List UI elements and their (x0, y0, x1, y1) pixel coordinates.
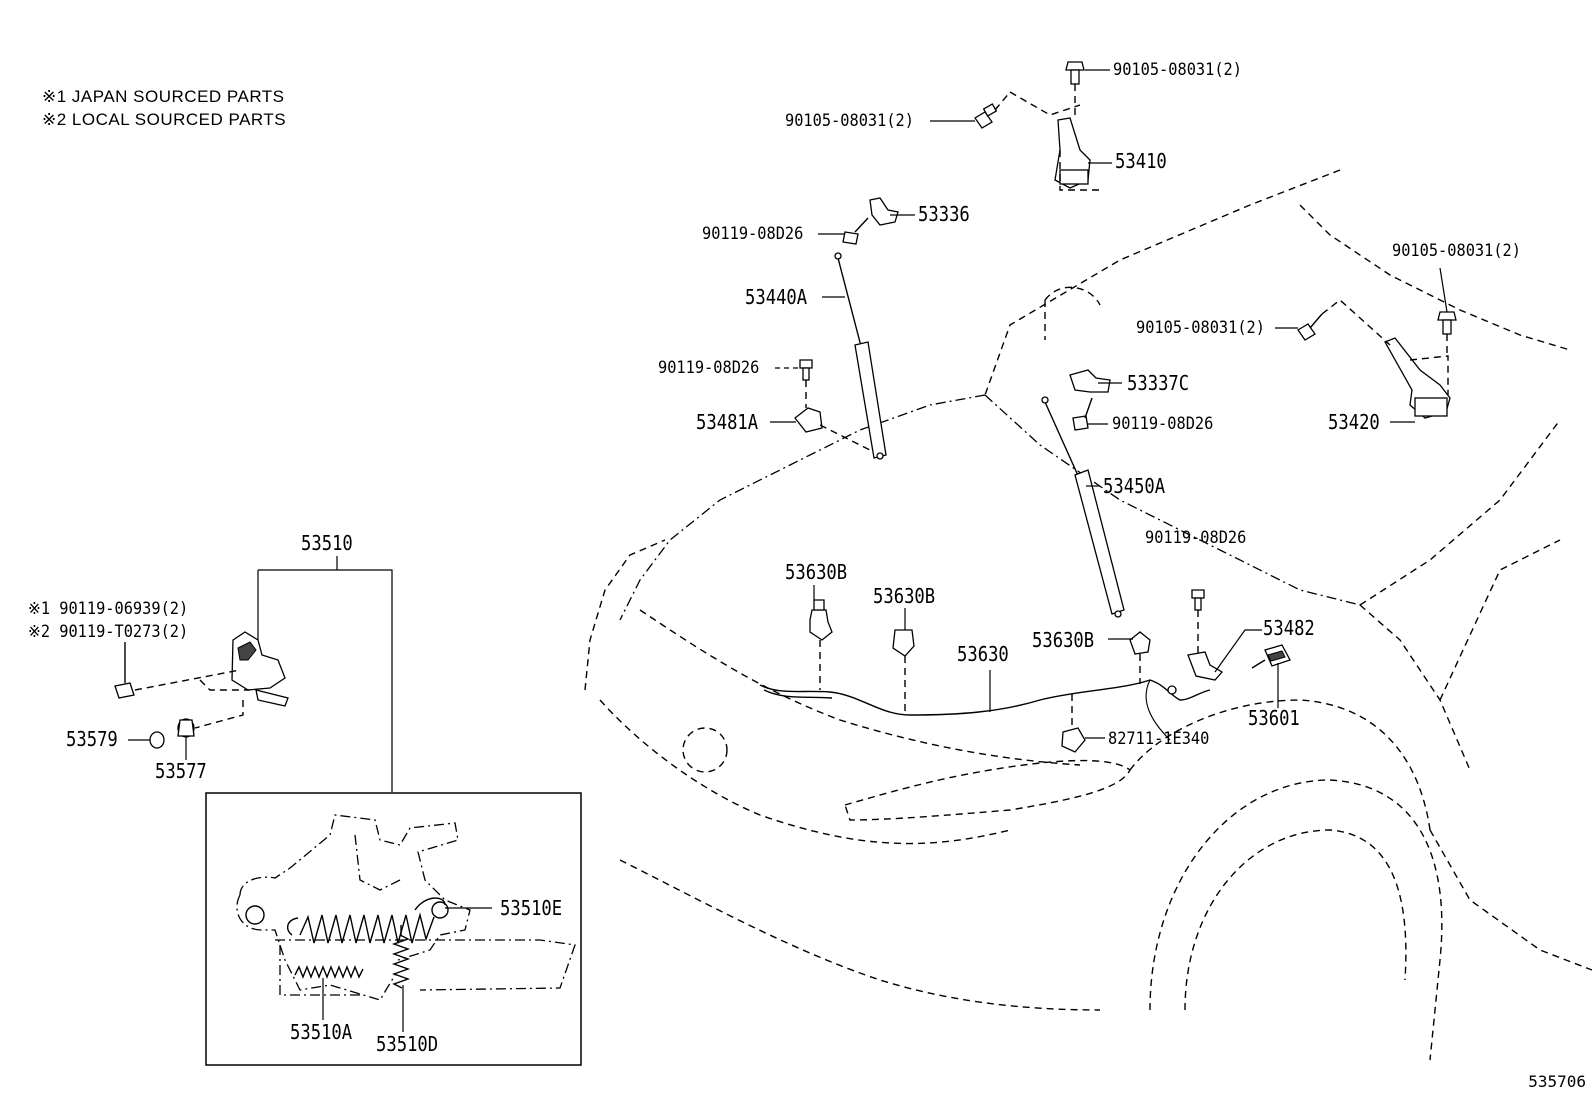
hinge-lh (1054, 117, 1100, 191)
hood-stay-rh (1041, 396, 1125, 618)
label-cushion-53579: 53579 (66, 727, 118, 751)
label-cable-53630: 53630 (957, 642, 1009, 666)
bracket-53336 (869, 197, 899, 226)
bolt-90119-53337c (1072, 397, 1093, 431)
label-bolt-90119-53481a: 90119-08D26 (658, 358, 760, 378)
label-bolt-90105-top-rh: 90105-08031(2) (1392, 241, 1521, 261)
label-lock-53510: 53510 (301, 531, 353, 555)
hinge-rh (1384, 337, 1451, 419)
clip-82711 (1061, 694, 1086, 753)
clamp-53630b-2 (892, 629, 915, 712)
label-hinge-53420: 53420 (1328, 410, 1380, 434)
label-clamp-53630b-2: 53630B (873, 584, 936, 608)
clamp-53630b-3 (1129, 631, 1151, 684)
hood-stay-lh (834, 252, 887, 460)
label-spring-53510a: 53510A (290, 1020, 353, 1044)
label-spring-53510d: 53510D (376, 1032, 439, 1056)
label-clamp-53630b-3: 53630B (1032, 628, 1095, 652)
label-switch-53601: 53601 (1248, 706, 1300, 730)
label-bolt-90119-53337c: 90119-08D26 (1112, 414, 1214, 434)
bolt-90105-top-lh (1009, 61, 1085, 118)
label-bracket-53482: 53482 (1263, 616, 1315, 640)
note-local-sourced: ※2 LOCAL SOURCED PARTS (42, 110, 287, 129)
label-lock-bolt-note2: ※2 90119-T0273(2) (28, 622, 189, 642)
label-bracket-53481a: 53481A (696, 410, 759, 434)
label-hinge-53410: 53410 (1115, 149, 1167, 173)
label-bracket-53336: 53336 (918, 202, 970, 226)
label-bolt-90105-side-rh: 90105-08031(2) (1136, 318, 1265, 338)
label-bolt-90105-top-lh: 90105-08031(2) (1113, 60, 1242, 80)
cushion-53577 (177, 718, 195, 738)
bolt-90105-side-rh (1297, 299, 1391, 346)
label-bolt-90119-53482: 90119-08D26 (1145, 528, 1247, 548)
label-clamp-53630b-1: 53630B (785, 560, 848, 584)
figure-number: 535706 (1528, 1072, 1586, 1091)
bolt-90105-side-lh (974, 91, 1011, 129)
bolt-90119-53481a (799, 359, 813, 408)
bracket-53481a (794, 407, 871, 451)
label-stay-53440a: 53440A (745, 285, 808, 309)
label-leaders (128, 69, 1448, 760)
bolt-90119-53336 (842, 217, 869, 245)
lock-bolt (114, 642, 135, 699)
label-bolt-90105-side-lh: 90105-08031(2) (785, 111, 914, 131)
label-bracket-53337c: 53337C (1127, 371, 1190, 395)
hood-lock-assembly (134, 631, 289, 729)
label-bolt-90119-53336: 90119-08D26 (702, 224, 804, 244)
release-cable (759, 679, 1211, 741)
cushion-53579 (149, 731, 165, 749)
vehicle-outline (584, 169, 1592, 1061)
label-cushion-53577: 53577 (155, 759, 207, 783)
lock-leader (258, 569, 393, 792)
label-spring-53510e: 53510E (500, 896, 563, 920)
lock-detail-drawing (236, 814, 576, 1032)
label-clip-82711: 82711-1E340 (1108, 729, 1210, 749)
bracket-53337c (1069, 369, 1111, 393)
bolt-90119-53482 (1191, 589, 1205, 655)
note-japan-sourced: ※1 JAPAN SOURCED PARTS (42, 87, 285, 106)
clamp-53630b-1 (809, 599, 833, 690)
lock-detail-box (205, 792, 582, 1066)
label-stay-53450a: 53450A (1103, 474, 1166, 498)
bracket-53482 (1187, 651, 1224, 681)
bolt-90105-top-rh (1437, 311, 1457, 358)
switch-53601 (1251, 644, 1291, 669)
label-lock-bolt-note1: ※1 90119-06939(2) (28, 599, 189, 619)
